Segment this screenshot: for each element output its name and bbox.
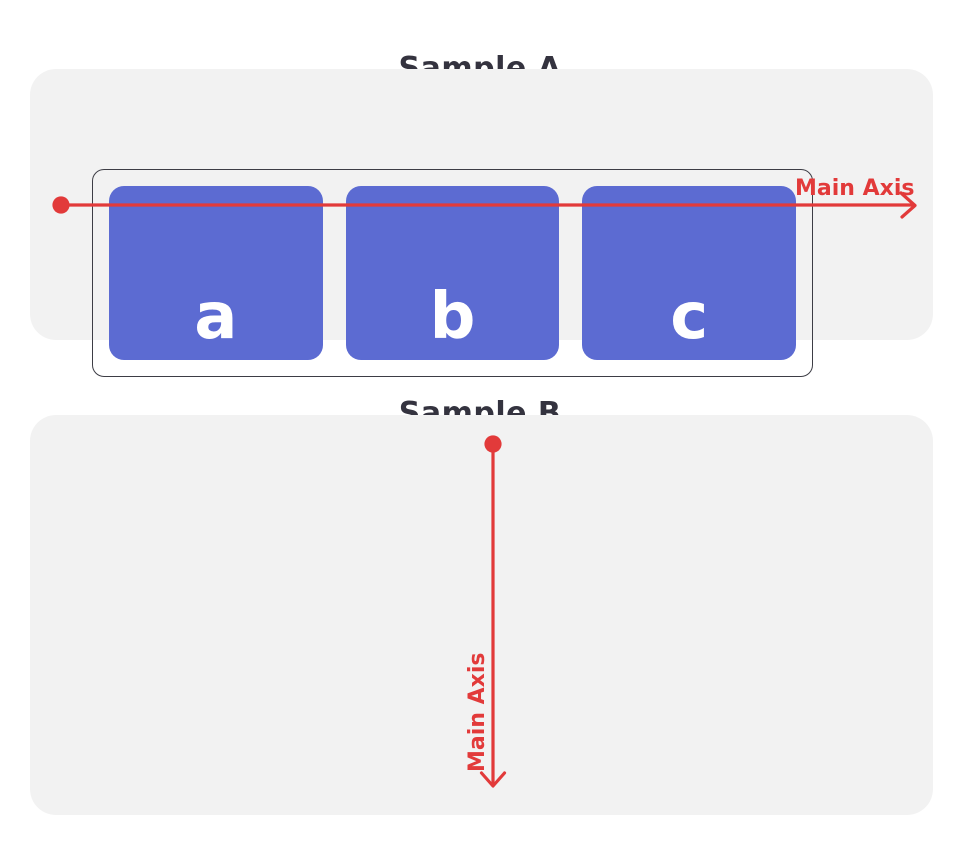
- sample-a-flex-container: a b c: [92, 169, 813, 377]
- flex-item-a-label: a: [194, 280, 238, 354]
- flex-item-a: a: [109, 186, 323, 360]
- flex-item-b-label: b: [429, 280, 476, 354]
- sample-a-main-axis-label: Main Axis: [795, 176, 915, 201]
- sample-a-panel: a b c: [30, 69, 933, 377]
- flex-item-c-label: c: [670, 280, 709, 354]
- sample-b-main-axis-label: Main Axis: [465, 652, 490, 772]
- sample-b-panel: a b c: [30, 415, 933, 815]
- flex-item-b: b: [345, 186, 560, 360]
- flex-item-c: c: [582, 186, 797, 360]
